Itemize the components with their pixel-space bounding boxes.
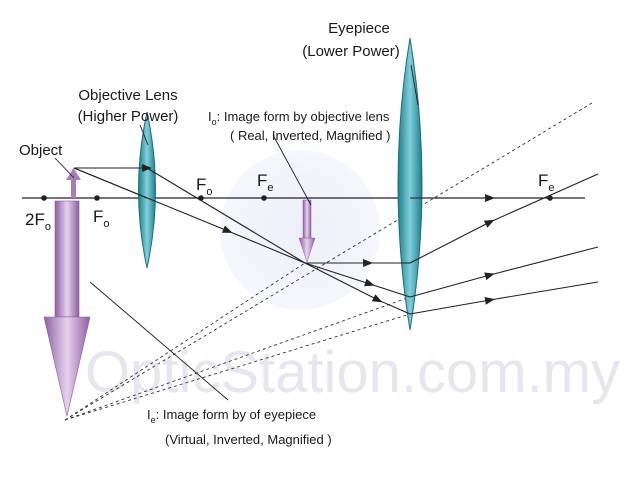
object-label: Object <box>19 142 63 159</box>
eyepiece-lens <box>397 37 423 331</box>
focal-point-fo-left <box>94 195 100 201</box>
eyepiece-image-label: Ie: Image form by of eyepiece <box>147 407 316 425</box>
eyepiece-title: Eyepiece <box>328 20 390 37</box>
eyepiece-image-arrow <box>43 200 91 417</box>
objective-lens <box>138 111 156 269</box>
objective-image-properties: ( Real, Inverted, Magnified ) <box>230 128 390 143</box>
virtual-ray-extensions <box>64 102 593 421</box>
watermark: OpticStation.com.my <box>85 150 620 405</box>
eyepiece-image-properties: (Virtual, Inverted, Magnified ) <box>165 432 332 447</box>
focal-point-2fo <box>41 195 47 201</box>
focal-points <box>41 195 553 201</box>
objective-title: Objective Lens <box>78 87 177 104</box>
label-2fo: 2Fo <box>25 210 51 233</box>
objective-image-label: Io: Image form by objective lens <box>208 109 390 127</box>
label-fo-left: Fo <box>93 207 110 230</box>
label-fe-left: Fe <box>257 171 274 194</box>
watermark-text: OpticStation.com.my <box>85 340 620 405</box>
focal-point-fe-right <box>547 195 553 201</box>
objective-power: (Higher Power) <box>78 108 179 125</box>
label-fe-right: Fe <box>538 171 555 194</box>
objective-image-arrow <box>298 199 316 263</box>
label-fo-right: Fo <box>196 175 213 198</box>
object-arrow <box>66 168 81 198</box>
focal-point-fo-right <box>198 195 204 201</box>
eyepiece-power: (Lower Power) <box>302 43 400 60</box>
focal-point-fe-left <box>261 195 267 201</box>
light-rays <box>73 164 599 315</box>
leader-lines <box>54 64 419 401</box>
